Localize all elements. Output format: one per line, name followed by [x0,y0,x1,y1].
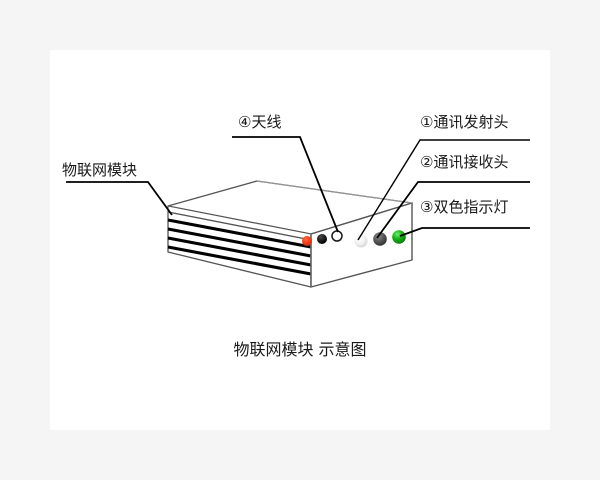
black-dot [317,234,327,244]
leader-line-receiver [376,181,530,239]
dual-color-indicator [392,230,406,244]
label-indicator: ③双色指示灯 [420,198,509,216]
device-back-edge [256,180,413,204]
ir-receiver [373,232,387,246]
leader-line-indicator [399,227,530,237]
leader-line-module [66,181,173,216]
figure-caption: 物联网模块 示意图 [233,340,367,359]
antenna-port [331,230,343,242]
leader-line-transmitter [357,139,530,241]
label-antenna: ④天线 [238,113,282,131]
label-module: 物联网模块 [62,161,138,179]
device-fins [167,218,312,276]
leader-line-antenna [232,136,339,233]
front-panel-components [302,230,406,248]
label-transmitter: ①通讯发射头 [420,113,509,131]
power-led [302,236,312,246]
leader-lines [66,136,530,241]
label-receiver: ②通讯接收头 [420,153,509,171]
ir-transmitter [354,234,368,248]
